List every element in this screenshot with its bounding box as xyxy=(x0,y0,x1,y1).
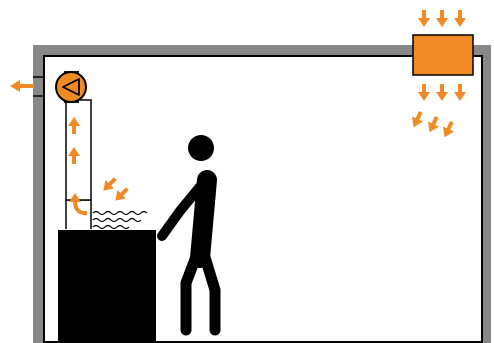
room-walls xyxy=(33,45,491,343)
person-icon xyxy=(157,135,221,336)
suction-curve-arrow xyxy=(69,193,88,216)
air-supply-unit-icon xyxy=(412,34,474,76)
exhaust-outflow-arrow xyxy=(10,80,34,92)
supply-inflow-arrows xyxy=(418,10,466,27)
extraction-hood-icon xyxy=(65,199,92,229)
exhaust-fan-icon xyxy=(55,71,87,103)
supply-outflow-arrows xyxy=(418,84,466,101)
vapor-wave-icon xyxy=(92,210,148,230)
workbench-icon xyxy=(58,230,156,342)
